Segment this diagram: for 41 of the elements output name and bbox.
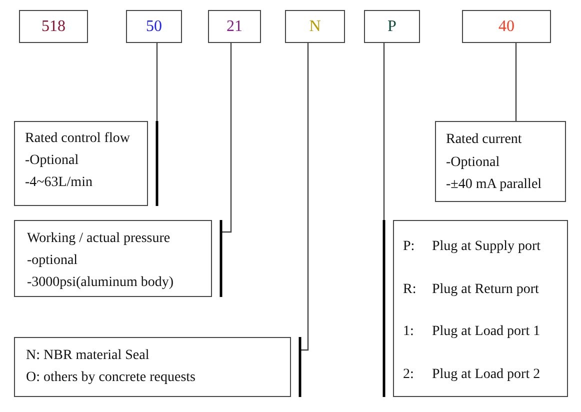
option-description: Plug at Load port 1 (432, 323, 540, 342)
leader-line (515, 43, 517, 121)
spec-line: -3000psi(aluminum body) (27, 274, 174, 292)
code-box (19, 10, 88, 43)
option-description: Plug at Load port 2 (432, 366, 540, 384)
code-box (364, 10, 420, 43)
code-text: 518 (42, 18, 66, 34)
code-box (126, 10, 182, 43)
code-box (208, 10, 261, 43)
leader-line (300, 43, 309, 351)
spec-heading: N: NBR material Seal (26, 347, 150, 365)
option-code: R: (403, 280, 418, 299)
spec-line: O: others by concrete requests (26, 369, 196, 387)
spec-box (14, 337, 291, 397)
spec-line: -4~63L/min (25, 174, 92, 192)
code-text: 50 (146, 18, 162, 34)
option-box (393, 220, 568, 397)
leader-line (156, 43, 158, 121)
code-box (462, 10, 551, 43)
code-box (285, 10, 345, 43)
option-code: P: (403, 238, 416, 256)
option-description: Plug at Supply port (432, 238, 541, 256)
code-text: P (388, 18, 396, 34)
spec-box (14, 220, 212, 297)
spec-line: -Optional (446, 154, 500, 172)
spec-heading: Rated current (446, 131, 522, 149)
spec-line: -±40 mA parallel (446, 176, 542, 194)
leader-line (221, 43, 232, 233)
spec-heading: Working / actual pressure (27, 230, 170, 248)
option-code: 1: (403, 323, 415, 342)
leader-line (383, 43, 385, 220)
code-text: N (309, 18, 321, 34)
spec-heading: Rated control flow (25, 130, 130, 148)
spec-line: -Optional (25, 152, 79, 170)
option-description: Plug at Return port (432, 280, 539, 299)
code-text: 40 (498, 18, 514, 34)
spec-line: -optional (27, 252, 78, 270)
option-code: 2: (403, 366, 415, 384)
code-text: 21 (226, 18, 242, 34)
spec-box (435, 121, 566, 202)
spec-box (14, 121, 148, 206)
